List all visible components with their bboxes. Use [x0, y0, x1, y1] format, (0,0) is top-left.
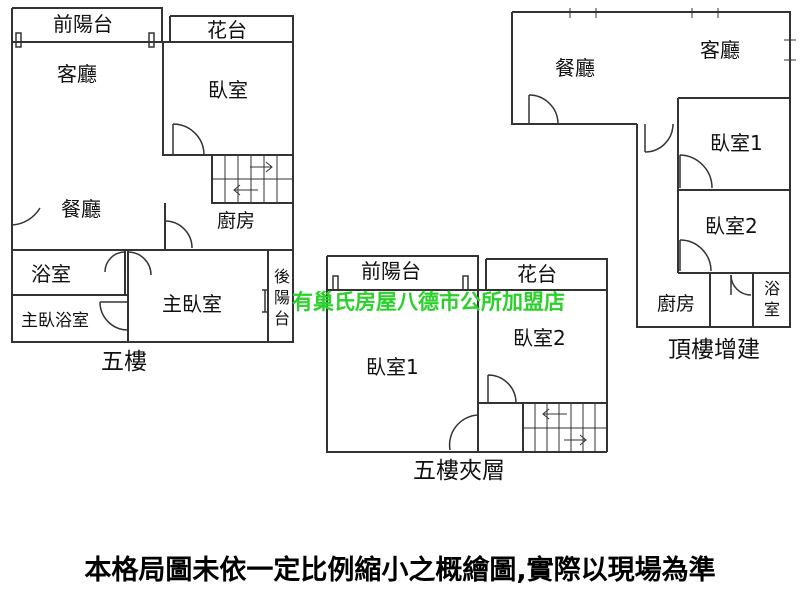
fifth-floor-doors — [11, 123, 205, 331]
rooftop-bedroom-2-label: 臥室2 — [705, 214, 758, 238]
rooftop-kitchen-label: 廚房 — [657, 293, 696, 315]
fifth-floor-walls — [11, 7, 294, 343]
fifth-front-balcony-label: 前陽台 — [53, 12, 113, 36]
rooftop-living-room-label: 客廳 — [700, 38, 740, 62]
disclaimer-text: 本格局圖未依一定比例縮小之概繪圖,實際以現場為準 — [84, 555, 716, 586]
mezzanine-bedroom-1-label: 臥室1 — [366, 355, 419, 379]
rooftop-dining-room-label: 餐廳 — [555, 56, 595, 80]
mezzanine-stairs — [523, 403, 607, 452]
fifth-planter-label: 花台 — [207, 18, 247, 42]
rooftop-bathroom-label: 浴室 — [763, 279, 780, 319]
fifth-dining-room-label: 餐廳 — [61, 197, 101, 221]
mezzanine-window-markers — [332, 275, 469, 291]
rooftop-window-markers — [569, 8, 796, 61]
agency-watermark: 有巢氏房屋八德市公所加盟店 — [292, 290, 565, 314]
fifth-floor-window-markers — [15, 32, 268, 313]
fifth-bedroom-label: 臥室 — [208, 78, 248, 102]
mezzanine-planter-label: 花台 — [517, 262, 557, 286]
mezzanine-bedroom-2-label: 臥室2 — [513, 326, 566, 350]
fifth-living-room-label: 客廳 — [57, 62, 97, 86]
mezzanine-front-balcony-label: 前陽台 — [361, 259, 421, 283]
fifth-master-bedroom-label: 主臥室 — [162, 292, 222, 316]
fifth-floor-stairs — [212, 155, 293, 203]
rooftop-bedroom-1-label: 臥室1 — [710, 131, 763, 155]
fifth-master-bathroom-label: 主臥浴室 — [21, 311, 89, 331]
fifth-kitchen-label: 廚房 — [217, 210, 256, 232]
fifth-rear-balcony-label: 後陽台 — [273, 267, 290, 328]
rooftop-walls — [511, 11, 791, 328]
rooftop-caption: 頂樓增建 — [668, 337, 760, 363]
mezzanine-doors — [448, 374, 517, 451]
mezzanine-walls — [326, 255, 608, 453]
rooftop-doors — [528, 94, 752, 296]
mezzanine-caption: 五樓夾層 — [413, 458, 505, 484]
fifth-floor-caption: 五樓 — [101, 349, 147, 375]
fifth-bathroom-label: 浴室 — [31, 262, 71, 286]
